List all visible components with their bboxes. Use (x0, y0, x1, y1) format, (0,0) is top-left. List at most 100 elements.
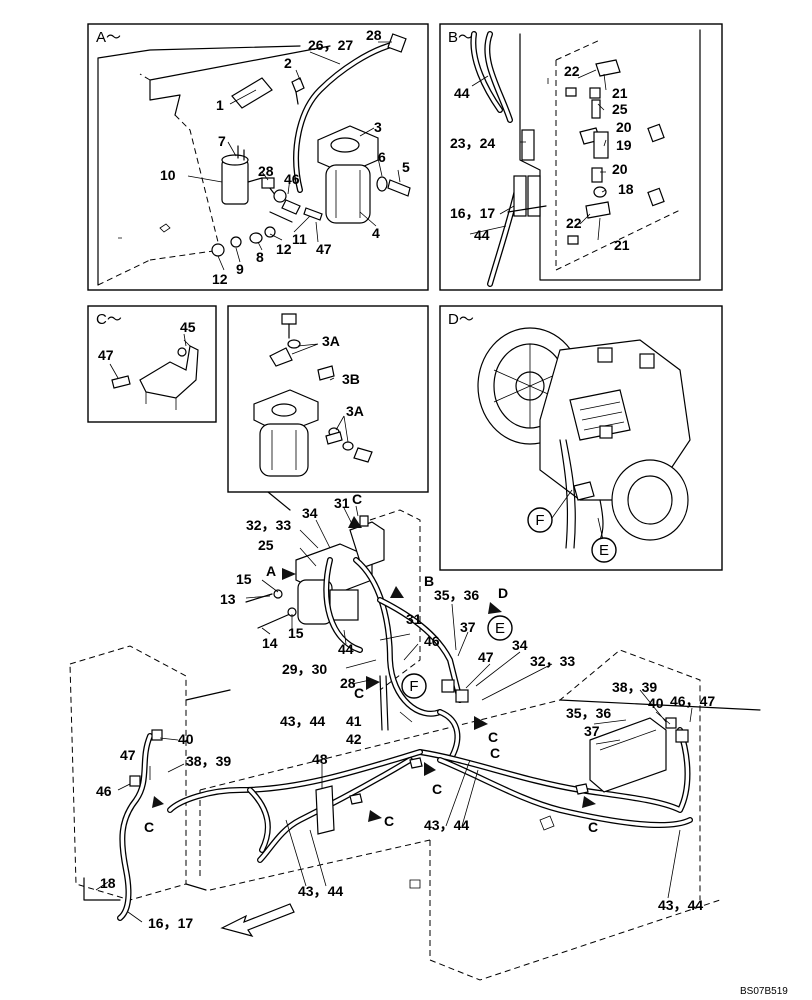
label-a-12-left: 12 (212, 271, 228, 287)
label-main-46-left: 46 (96, 783, 112, 799)
label-main-43-44-top: 43，44 (280, 713, 325, 729)
label-b-21-top: 21 (612, 85, 628, 101)
label-main-31: 31 (406, 611, 422, 627)
label-filter-3b: 3B (342, 371, 360, 387)
label-a-28-top: 28 (366, 27, 382, 43)
label-main-c-top: C (352, 491, 362, 507)
arrow-c-3 (152, 796, 164, 808)
label-main-43-44-right: 43，44 (658, 897, 703, 913)
label-a-7: 7 (218, 133, 226, 149)
label-a-12-right: 12 (276, 241, 292, 257)
label-a-11: 11 (292, 231, 307, 247)
label-main-28: 28 (340, 675, 356, 691)
label-main-40-left: 40 (178, 731, 194, 747)
label-main-40-right: 40 (648, 695, 664, 711)
arrow-c-1 (366, 676, 380, 690)
label-main-35-36-left: 35，36 (434, 587, 479, 603)
label-main-34: 34 (512, 637, 528, 653)
label-b-21-bottom: 21 (614, 237, 630, 253)
label-a-26-27: 26，27 (308, 37, 353, 53)
label-a-10: 10 (160, 167, 176, 183)
circle-e-detail (591, 537, 617, 563)
label-main-c-4: C (432, 781, 442, 797)
arrow-d (488, 602, 502, 614)
label-a-4: 4 (372, 225, 380, 241)
label-b-19: 19 (616, 137, 632, 153)
label-main-15-bottom: 15 (288, 625, 304, 641)
label-a-47: 47 (316, 241, 332, 257)
circle-e-detail-label: E (599, 542, 609, 559)
label-main-c-2: C (488, 729, 498, 745)
label-main-37-right: 37 (584, 723, 600, 739)
label-b-25: 25 (612, 101, 628, 117)
label-main-47: 47 (478, 649, 494, 665)
label-main-32-33-top: 32，33 (246, 517, 291, 533)
label-main-46: 46 (424, 633, 440, 649)
label-b-16-17: 16，17 (450, 205, 495, 221)
label-main-34-top: 34 (302, 505, 318, 521)
circle-e-main (487, 615, 513, 641)
panel-d-title: D～ (448, 311, 474, 328)
label-b-44-top: 44 (454, 85, 470, 101)
label-main-c-1: C (354, 685, 364, 701)
main-assembly: E F C 31 34 32，33 25 A B 15 13 15 14 35，… (69, 491, 761, 981)
label-a-46: 46 (284, 171, 300, 187)
label-filter-3a-top: 3A (322, 333, 340, 349)
label-main-25: 25 (258, 537, 274, 553)
label-main-44: 44 (338, 641, 354, 657)
label-main-38-39-right: 38，39 (612, 679, 657, 695)
front-direction-arrow (220, 903, 295, 937)
label-a-9: 9 (236, 261, 244, 277)
label-main-15-top: 15 (236, 571, 252, 587)
label-main-42: 42 (346, 731, 362, 747)
label-main-18: 18 (100, 875, 116, 891)
label-a-3: 3 (374, 119, 382, 135)
label-main-35-36-right: 35，36 (566, 705, 611, 721)
label-main-32-33-right: 32，33 (530, 653, 575, 669)
label-main-43-44-bottom: 43，44 (298, 883, 343, 899)
label-main-13: 13 (220, 591, 236, 607)
panel-b: B～ 44 22 21 25 20 23，24 (439, 23, 723, 291)
circle-e-main-label: E (495, 620, 505, 637)
label-main-48: 48 (312, 751, 328, 767)
panel-a: A～ (87, 23, 429, 291)
label-main-c-3: C (144, 819, 154, 835)
drawing-reference: BS07B519 (740, 986, 788, 997)
label-a-28: 28 (258, 163, 274, 179)
arrow-c-4 (424, 762, 436, 776)
label-main-41: 41 (346, 713, 362, 729)
label-main-c-6: C (588, 819, 598, 835)
panel-filter-detail: 3A 3B 3A (227, 305, 429, 511)
panel-d: D～ F E (439, 305, 723, 571)
label-a-2: 2 (284, 55, 292, 71)
label-main-37-left: 37 (460, 619, 476, 635)
label-main-38-39-left: 38，39 (186, 753, 231, 769)
label-filter-3a-bottom: 3A (346, 403, 364, 419)
label-a-1: 1 (216, 97, 224, 113)
label-main-46-47: 46，47 (670, 693, 715, 709)
arrow-b (390, 586, 404, 598)
arrow-a (282, 568, 296, 580)
label-main-a: A (266, 563, 276, 579)
label-b-23-24: 23，24 (450, 135, 495, 151)
arrow-c-top (348, 516, 362, 528)
label-main-16-17: 16，17 (148, 915, 193, 931)
arrow-c-5 (368, 810, 382, 822)
label-main-14: 14 (262, 635, 278, 651)
panel-c: C～ 45 47 (87, 305, 217, 423)
label-b-44-bottom: 44 (474, 227, 490, 243)
label-a-6: 6 (378, 149, 386, 165)
label-a-5: 5 (402, 159, 410, 175)
circle-f-main-label: F (409, 678, 418, 695)
label-b-22-bottom: 22 (566, 215, 582, 231)
label-b-20-bottom: 20 (612, 161, 628, 177)
label-c-45: 45 (180, 319, 196, 335)
panel-c-title: C～ (96, 311, 122, 328)
label-main-d: D (498, 585, 508, 601)
circle-f-detail (527, 507, 553, 533)
arrow-c-2 (474, 716, 488, 730)
label-main-43-44-mid: 43，44 (424, 817, 469, 833)
circle-f-main (401, 673, 427, 699)
label-b-20-top: 20 (616, 119, 632, 135)
label-main-47-left: 47 (120, 747, 136, 763)
